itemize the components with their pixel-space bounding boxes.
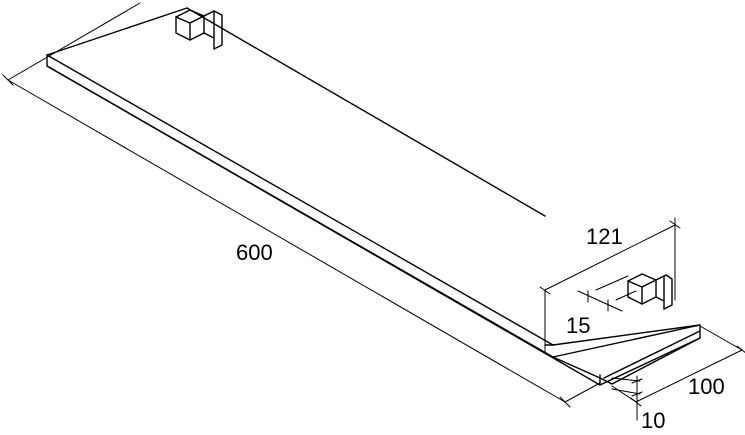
bracket-left	[175, 9, 223, 50]
dimension-depth-label: 121	[586, 224, 623, 249]
dimension-offset: 15	[566, 275, 637, 338]
dimension-width-label: 100	[688, 374, 725, 399]
dimension-offset-label: 15	[566, 313, 590, 338]
dimension-thickness-label: 10	[641, 408, 665, 433]
dimension-length: 600	[2, 2, 601, 408]
dimension-width: 100	[611, 325, 745, 407]
shelf-plate	[46, 7, 701, 386]
dimension-length-label: 600	[236, 240, 273, 265]
dimension-thickness: 10	[611, 375, 665, 433]
bracket-right	[627, 273, 673, 310]
dimension-depth: 121	[539, 217, 681, 353]
